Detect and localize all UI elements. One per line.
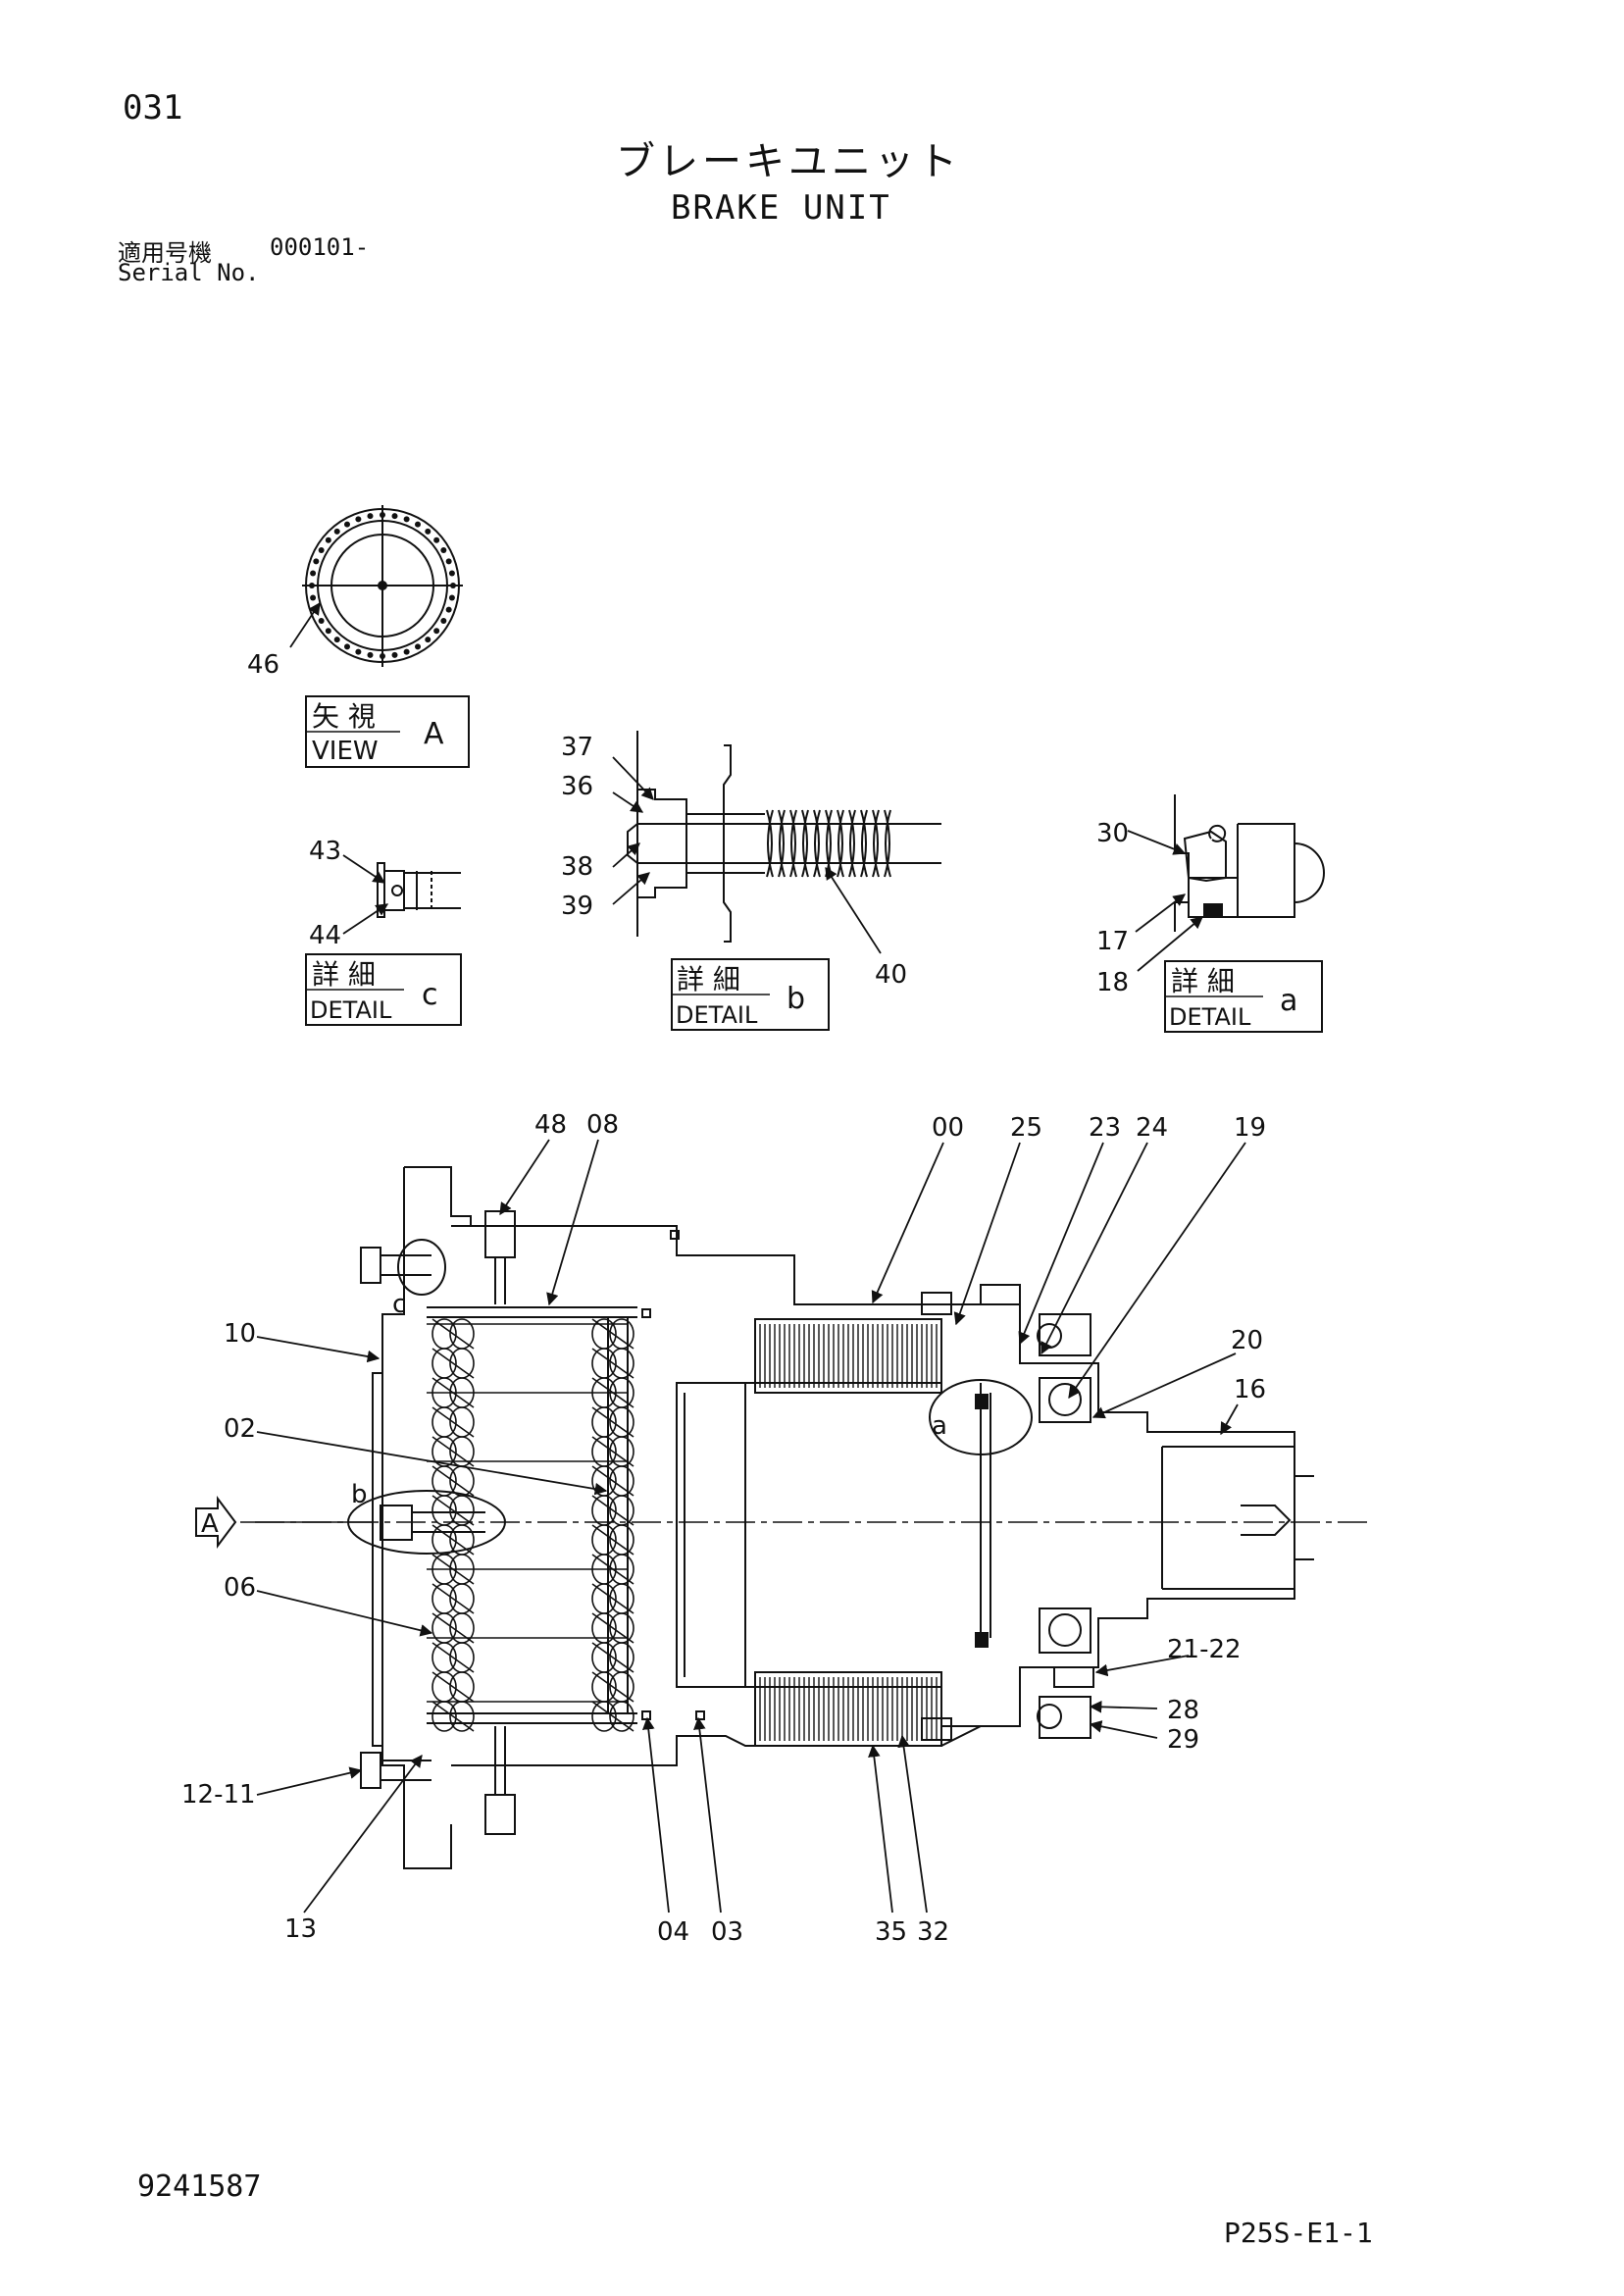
callout-19: 19	[1234, 1113, 1266, 1143]
detail-c-label-jp: 詳 細	[312, 958, 376, 991]
page-number: 031	[123, 88, 183, 128]
callout-25: 25	[1010, 1113, 1042, 1143]
detail-c-encircle	[397, 1239, 446, 1296]
callout-40: 40	[875, 960, 907, 990]
view-a-figure	[302, 505, 463, 667]
view-a-letter: A	[424, 717, 444, 751]
callout-48: 48	[534, 1110, 567, 1140]
detail-b-marker: b	[351, 1480, 368, 1509]
callout-37: 37	[561, 733, 593, 762]
callout-17: 17	[1096, 927, 1129, 956]
callout-00: 00	[932, 1113, 964, 1143]
detail-b-label-jp: 詳 細	[677, 963, 740, 995]
callout-35: 35	[875, 1917, 907, 1947]
detail-c-letter: c	[422, 978, 438, 1012]
callout-16: 16	[1234, 1375, 1266, 1404]
callout-20: 20	[1231, 1326, 1263, 1355]
callout-38: 38	[561, 852, 593, 882]
callout-46: 46	[247, 650, 279, 680]
detail-c-label-en: DETAIL	[310, 996, 392, 1024]
callout-13: 13	[284, 1914, 317, 1944]
callout-03: 03	[711, 1917, 743, 1947]
view-a-label-en: VIEW	[312, 737, 379, 766]
serial-range: 000101-	[270, 233, 370, 261]
detail-a-label-box: 詳 細 DETAIL a	[1164, 960, 1323, 1033]
callout-04: 04	[657, 1917, 689, 1947]
callout-32: 32	[917, 1917, 949, 1947]
callout-24: 24	[1136, 1113, 1168, 1143]
callout-02: 02	[224, 1414, 256, 1444]
callout-44: 44	[309, 921, 341, 950]
serial-label-japanese: 適用号機	[118, 239, 212, 267]
detail-c-label-box: 詳 細 DETAIL c	[305, 953, 462, 1026]
callout-36: 36	[561, 772, 593, 801]
callout-21-22: 21-22	[1167, 1635, 1242, 1664]
serial-label-english: Serial No.	[118, 259, 260, 286]
detail-b-label-box: 詳 細 DETAIL b	[671, 958, 830, 1031]
detail-b-figure	[627, 731, 941, 943]
callout-18: 18	[1096, 968, 1129, 997]
detail-c-marker: c	[392, 1290, 406, 1319]
detail-b-label-en: DETAIL	[676, 1001, 758, 1029]
callout-30: 30	[1096, 819, 1129, 848]
detail-c-figure	[377, 862, 461, 918]
detail-a-label-en: DETAIL	[1169, 1003, 1251, 1031]
detail-b-letter: b	[787, 982, 805, 1016]
view-a-label-box: 矢 視 VIEW A	[305, 695, 470, 768]
friction-discs	[759, 1324, 938, 1741]
title-english: BRAKE UNIT	[671, 188, 891, 228]
sheet-code: P25S-E1-1	[1224, 2217, 1373, 2249]
callout-43: 43	[309, 837, 341, 866]
detail-b-bolt	[380, 1505, 485, 1541]
drawing-number: 9241587	[137, 2169, 262, 2204]
view-a-label-jp: 矢 視	[312, 700, 376, 733]
callout-08: 08	[586, 1110, 619, 1140]
callout-29: 29	[1167, 1725, 1199, 1755]
callout-06: 06	[224, 1573, 256, 1603]
callout-10: 10	[224, 1319, 256, 1349]
detail-a-figure	[1174, 794, 1325, 932]
detail-a-letter: a	[1280, 984, 1297, 1018]
view-a-arrow: A	[195, 1496, 373, 1549]
detail-a-marker: a	[932, 1411, 947, 1441]
brake-springs	[427, 1318, 634, 1732]
title-japanese: ブレーキユニット	[616, 139, 961, 184]
callout-12-11: 12-11	[181, 1780, 256, 1810]
main-section-view	[360, 1166, 1314, 1869]
callout-39: 39	[561, 892, 593, 921]
view-a-arrow-label: A	[201, 1509, 219, 1539]
callout-23: 23	[1089, 1113, 1121, 1143]
detail-a-label-jp: 詳 細	[1171, 965, 1235, 997]
callout-28: 28	[1167, 1696, 1199, 1725]
detail-a-encircle	[929, 1379, 1033, 1455]
